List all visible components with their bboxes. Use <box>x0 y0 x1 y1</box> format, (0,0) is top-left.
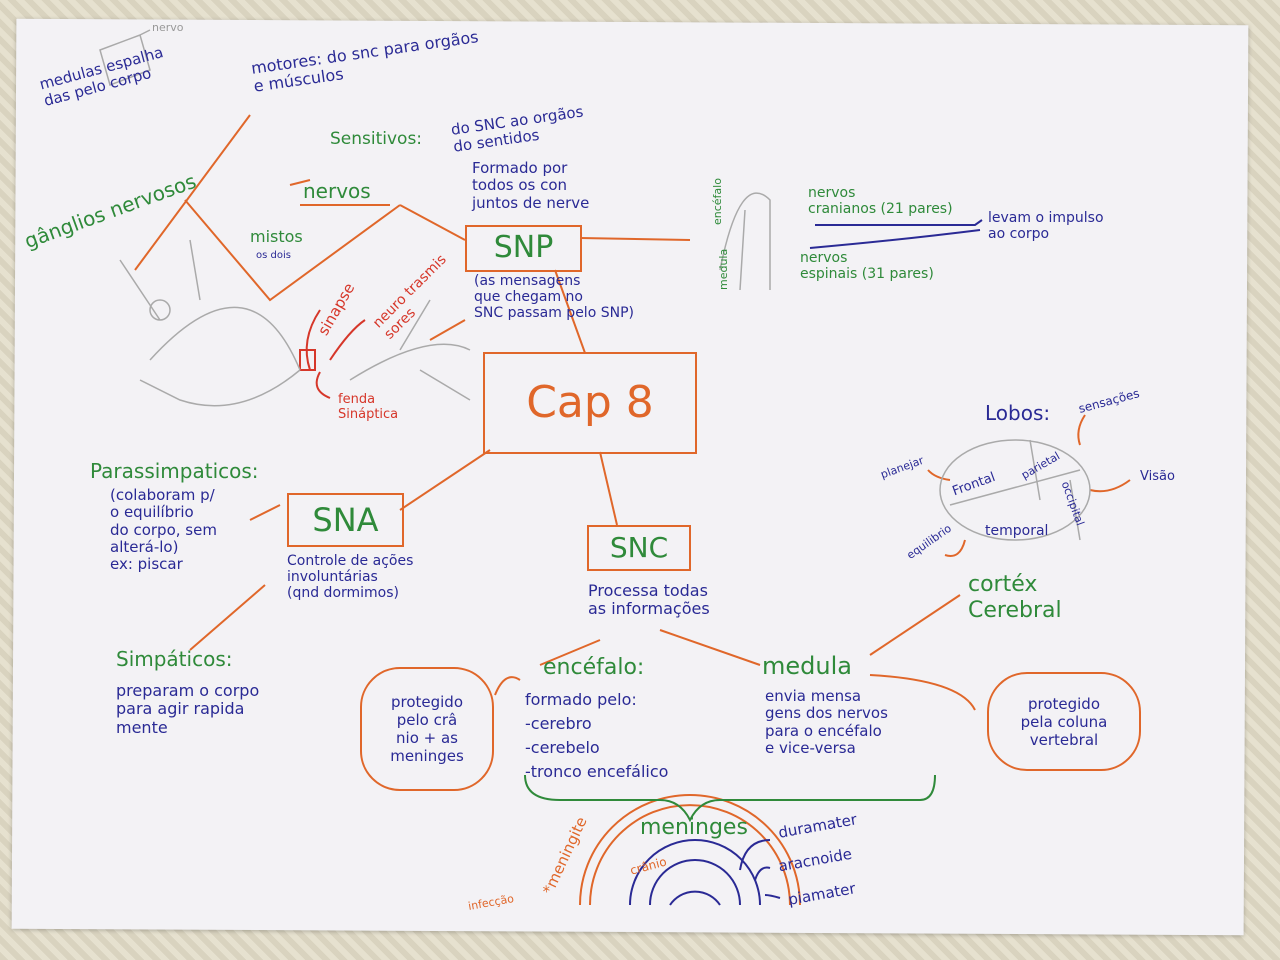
nervos-cranianos-text: nervos cranianos (21 pares) <box>808 185 953 218</box>
snc-title: SNC <box>609 530 669 564</box>
medula-protection-text: protegido pela coluna vertebral <box>1020 694 1108 749</box>
snp-node: SNP <box>465 225 582 272</box>
nervos-label: nervos <box>303 179 371 203</box>
encefalo-vertical-label: encéfalo <box>711 178 724 225</box>
sna-node: SNA <box>287 493 404 547</box>
encefalo-protection-cloud: protegido pelo crâ nio + as meninges <box>360 667 494 791</box>
lobe-temporal: temporal <box>985 523 1049 539</box>
snc-desc: Processa todas as informações <box>588 581 710 619</box>
levam-impulso-text: levam o impulso ao corpo <box>988 210 1104 243</box>
medula-desc: envia mensa gens dos nervos para o encéf… <box>765 687 888 757</box>
sna-desc: Controle de ações involuntárias (qnd dor… <box>287 553 414 602</box>
medula-vertical-label: medula <box>717 248 730 290</box>
center-node-cap8: Cap 8 <box>483 352 697 454</box>
encefalo-label: encéfalo: <box>543 655 645 680</box>
meninges-label: meninges <box>640 815 748 840</box>
sna-title: SNA <box>312 500 379 539</box>
medula-protection-cloud: protegido pela coluna vertebral <box>987 672 1141 771</box>
encefalo-desc: formado pelo: -cerebro -cerebelo -tronco… <box>525 690 669 781</box>
encefalo-protection-text: protegido pelo crâ nio + as meninges <box>390 693 464 765</box>
nervo-sketch-label: nervo <box>152 21 184 34</box>
snc-node: SNC <box>587 525 691 571</box>
lobos-label: Lobos: <box>985 401 1051 425</box>
os-dois-label: os dois <box>256 250 291 261</box>
visao-label: Visão <box>1140 469 1175 484</box>
parassimpaticos-label: Parassimpaticos: <box>90 459 259 483</box>
snp-messages-text: (as mensagens que chegam no SNC passam p… <box>474 273 634 322</box>
nervos-espinais-text: nervos espinais (31 pares) <box>800 250 934 283</box>
simpaticos-label: Simpáticos: <box>116 647 233 671</box>
center-title: Cap 8 <box>526 376 654 428</box>
parassimpaticos-text: (colaboram p/ o equilíbrio do corpo, sem… <box>110 486 217 573</box>
cortex-label: cortéx Cerebral <box>968 572 1062 624</box>
snp-formed-text: Formado por todos os con juntos de nerve <box>472 159 590 212</box>
sensitivos-label: Sensitivos: <box>330 129 423 149</box>
medula-label: medula <box>762 652 852 680</box>
snp-title: SNP <box>493 230 554 266</box>
simpaticos-text: preparam o corpo para agir rapida mente <box>116 681 260 737</box>
fenda-label: fenda Sináptica <box>338 392 399 422</box>
mistos-label: mistos <box>250 227 303 246</box>
